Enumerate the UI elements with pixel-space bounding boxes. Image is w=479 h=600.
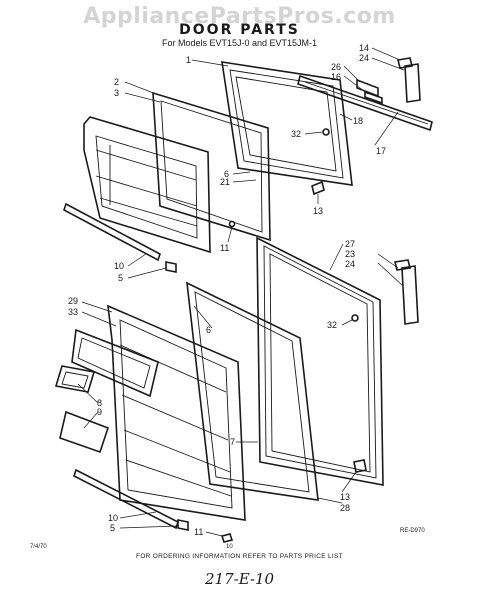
lower-hinge-23 — [394, 259, 419, 325]
label-3: 3 — [114, 88, 119, 98]
label-11-upper: 11 — [220, 243, 229, 253]
top-hinge-14 — [397, 57, 421, 103]
screw-32-upper — [322, 128, 330, 136]
fresh-food-door-gasket — [256, 236, 384, 486]
label-24-lower: 24 — [345, 259, 355, 269]
label-6-upper: 6 — [224, 169, 229, 179]
footer-date: 7/4/70 — [30, 544, 47, 550]
lower-strip-10 — [73, 468, 179, 530]
label-32-lower: 32 — [327, 320, 337, 330]
watermark: AppliancePartsPros.com — [83, 4, 396, 29]
freezer-strip-10 — [63, 202, 161, 262]
footer-page-number: 10 — [226, 544, 233, 550]
stop-13-upper — [311, 180, 325, 196]
ref-code: RE-D970 — [400, 528, 425, 534]
label-32-upper: 32 — [291, 129, 301, 139]
label-23: 23 — [345, 249, 355, 259]
footer-ordering-info: FOR ORDERING INFORMATION REFER TO PARTS … — [136, 553, 343, 560]
label-29: 29 — [68, 296, 78, 306]
screw-11-lower — [220, 533, 234, 543]
label-11-lower: 11 — [194, 527, 203, 537]
label-18: 18 — [353, 116, 363, 126]
clip-5-lower — [177, 519, 189, 531]
label-21: 21 — [220, 177, 230, 187]
stop-13-lower — [353, 459, 367, 473]
egg-tray-8 — [54, 365, 96, 393]
label-6-lower: 6 — [206, 325, 211, 335]
label-16: 16 — [331, 72, 341, 82]
label-24-upper: 24 — [359, 53, 369, 63]
label-28: 28 — [340, 503, 350, 513]
diagram-subtitle: For Models EVT15J-0 and EVT15JM-1 — [161, 38, 318, 48]
screw-11-upper — [228, 220, 236, 228]
bin-9 — [59, 410, 110, 454]
label-5-upper: 5 — [118, 273, 123, 283]
diagram-title: DOOR PARTS — [179, 22, 300, 38]
label-8: 8 — [97, 398, 102, 408]
label-5-lower: 5 — [110, 523, 115, 533]
label-17: 17 — [376, 146, 386, 156]
clip-5-upper — [165, 261, 177, 273]
screw-32-lower — [351, 314, 359, 322]
label-33: 33 — [68, 307, 78, 317]
label-1: 1 — [186, 55, 191, 65]
label-14: 14 — [359, 43, 369, 53]
handwritten-note: 217-E-10 — [204, 570, 275, 588]
part-labels: 1 2 3 14 24 26 16 32 18 17 6 21 13 11 10… — [68, 43, 386, 537]
label-9: 9 — [97, 407, 102, 417]
label-10-upper: 10 — [114, 261, 124, 271]
hinge-bracket-17 — [297, 74, 433, 132]
label-27: 27 — [345, 239, 355, 249]
label-26: 26 — [331, 62, 341, 72]
fresh-food-door-liner — [107, 304, 246, 521]
label-2: 2 — [114, 77, 119, 87]
dairy-door-shelf — [71, 328, 159, 398]
label-10-lower: 10 — [108, 513, 118, 523]
freezer-door-liner — [83, 116, 211, 254]
label-13-lower: 13 — [340, 492, 350, 502]
label-13-upper: 13 — [313, 206, 323, 216]
fresh-food-liner-frame — [186, 281, 319, 501]
label-7: 7 — [230, 437, 235, 447]
leader-lines — [77, 47, 405, 537]
